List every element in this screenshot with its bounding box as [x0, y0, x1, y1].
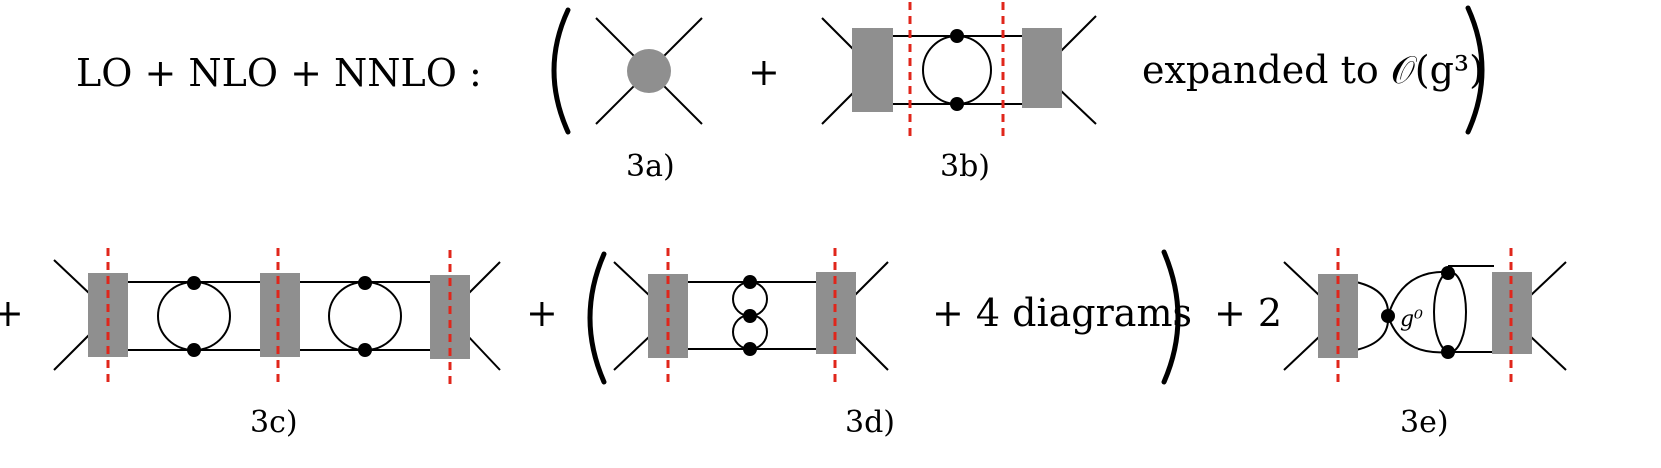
order-prefix-label: LO + NLO + NNLO : — [76, 51, 482, 95]
g0-vertex-dot — [1381, 309, 1395, 323]
diagram-3a — [595, 17, 703, 125]
external-leg — [1283, 335, 1321, 371]
propagator-line — [1387, 270, 1449, 317]
loop-vertex-dot — [950, 29, 964, 43]
external-leg — [1057, 15, 1097, 55]
diagram-label-3a: 3a) — [626, 149, 675, 184]
diagram-label-3b: 3b) — [940, 149, 990, 184]
vertex-box — [430, 275, 470, 359]
vertex-box — [88, 273, 128, 357]
external-leg — [1529, 261, 1567, 297]
right-parenthesis-row1 — [1465, 5, 1485, 135]
loop-vertex-dot — [743, 309, 757, 323]
loop-vertex-dot — [358, 343, 372, 357]
loop-vertex-dot — [743, 275, 757, 289]
plus-sign: + — [748, 50, 780, 94]
self-energy-loop — [328, 281, 402, 351]
loop-vertex-dot — [187, 343, 201, 357]
vertex-box — [648, 274, 688, 358]
external-leg — [1529, 335, 1567, 371]
loop-vertex-dot — [1441, 266, 1455, 280]
vertex-box — [1492, 272, 1532, 354]
propagator-line — [1387, 315, 1449, 354]
diagram-label-3e: 3e) — [1400, 405, 1449, 440]
diagram-3e: g⁰ — [1283, 248, 1567, 386]
expanded-to-order-label: expanded to 𝒪(g³) — [1142, 48, 1484, 92]
external-leg — [465, 261, 501, 297]
diagram-3b — [821, 2, 1097, 140]
diagram-label-3d: 3d) — [845, 405, 895, 440]
self-energy-loop — [1433, 271, 1467, 353]
diagram-3c — [53, 248, 501, 386]
vertex-box — [1022, 28, 1062, 108]
right-parenthesis-row2 — [1161, 249, 1181, 385]
external-leg — [1283, 261, 1321, 297]
diagram-3d — [613, 248, 889, 386]
loop-vertex-dot — [1441, 345, 1455, 359]
loop-vertex-dot — [950, 97, 964, 111]
self-energy-loop — [922, 35, 992, 105]
external-leg — [613, 335, 651, 371]
vertex-box — [260, 273, 300, 357]
external-leg — [613, 261, 651, 297]
plus-sign: + — [526, 291, 558, 335]
external-leg — [465, 333, 501, 371]
plus-sign: + — [0, 291, 24, 335]
loop-vertex-dot — [743, 342, 757, 356]
times-two-label: + 2 — [1214, 291, 1282, 335]
external-leg — [853, 335, 889, 371]
external-leg — [53, 333, 91, 371]
external-leg — [53, 259, 91, 295]
vertex-box — [1318, 274, 1358, 358]
diagram-label-3c: 3c) — [250, 405, 298, 440]
vertex-box — [852, 28, 893, 112]
external-leg — [853, 261, 889, 297]
left-parenthesis-row1 — [551, 7, 571, 135]
loop-vertex-dot — [187, 276, 201, 290]
loop-vertex-dot — [358, 276, 372, 290]
vertex-box — [816, 272, 856, 354]
four-diagrams-label: + 4 diagrams — [932, 291, 1192, 335]
external-leg — [1057, 87, 1097, 125]
contact-vertex-blob — [627, 49, 671, 93]
self-energy-loop — [157, 281, 231, 351]
g0-coupling-label: g⁰ — [1400, 307, 1423, 332]
left-parenthesis-row2 — [587, 251, 607, 385]
